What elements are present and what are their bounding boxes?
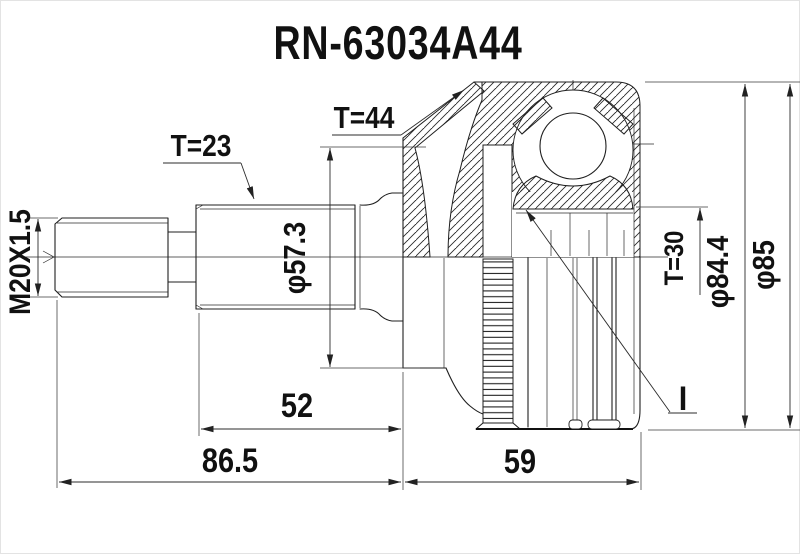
label-shaft-spline: T=23: [171, 129, 232, 163]
label-inner-spline: T=30: [660, 231, 690, 286]
boot-cap-section: [402, 81, 485, 258]
label-thread: M20X1.5: [2, 209, 36, 315]
dim-shaft-length: 86.5: [202, 441, 258, 480]
cage-section-right: [593, 97, 634, 135]
joint-body-external: [402, 256, 641, 430]
drawing-labels: RN-63034A44 T=23 T=44 M20X1.5 φ57.3 T=30…: [2, 17, 781, 481]
dim-body-length: 59: [504, 442, 536, 481]
dim-spline-length: 52: [281, 386, 313, 425]
cage-section-left: [512, 97, 553, 135]
inner-race-section: [512, 175, 634, 210]
label-outer-spline: T=44: [334, 101, 395, 135]
joint-body-section: [402, 81, 641, 414]
label-race-diameter: φ84.4: [701, 235, 735, 308]
ball-bearing: [539, 112, 607, 180]
part-number-title: RN-63034A44: [273, 17, 522, 70]
label-section-mark: I: [679, 380, 687, 418]
dimension-lines: [29, 81, 800, 490]
label-outer-diameter: φ85: [747, 240, 781, 290]
label-boot-diameter: φ57.3: [278, 222, 312, 295]
boot-clamp-ribs: [482, 258, 514, 424]
